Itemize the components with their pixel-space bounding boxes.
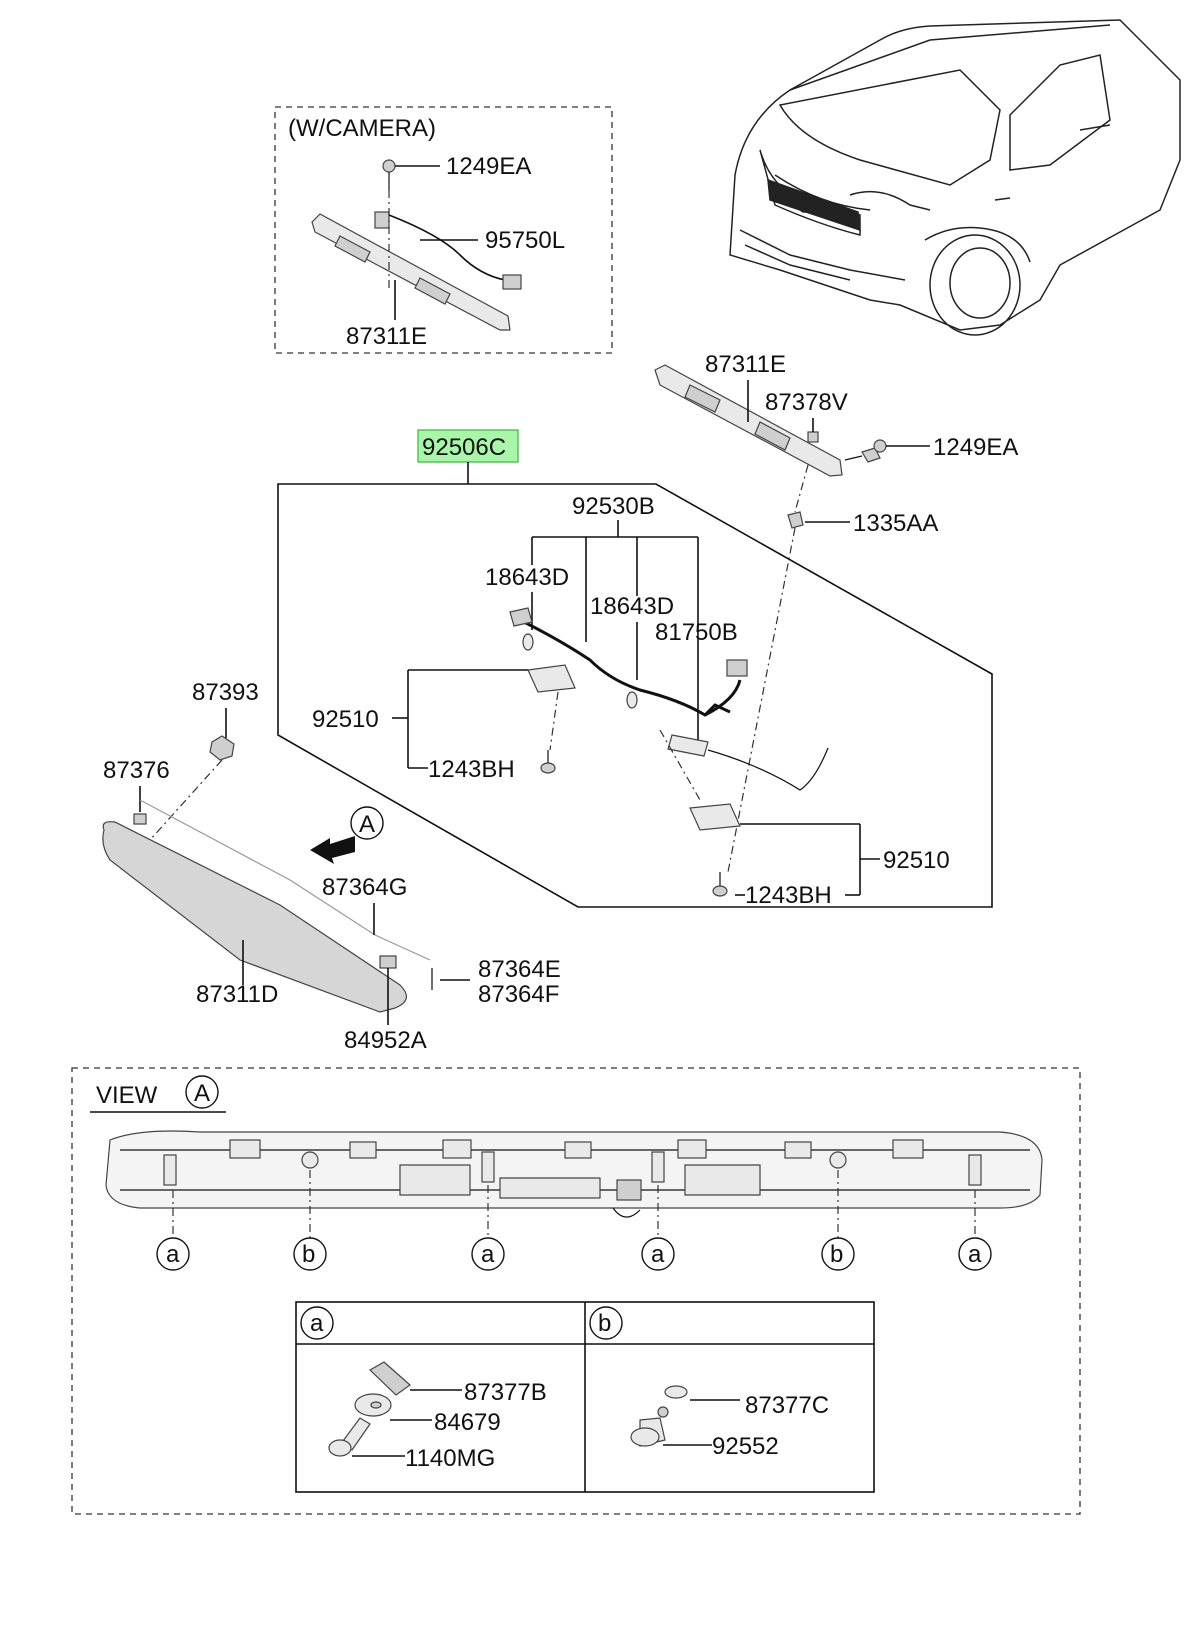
legend-part-1140MG: 1140MG [405, 1445, 495, 1472]
view-title: VIEW [96, 1082, 158, 1109]
vehicle-illustration [729, 19, 1181, 336]
label-1249EA-camera: 1249EA [446, 153, 531, 180]
label-92506C: 92506C [422, 434, 506, 461]
camera-box-title: (W/CAMERA) [288, 115, 436, 142]
view-marker-1: a [166, 1241, 180, 1268]
label-92510-left: 92510 [312, 706, 379, 733]
label-87311D: 87311D [196, 981, 278, 1008]
label-87311E-camera: 87311E [346, 323, 427, 350]
view-marker-4: a [651, 1241, 665, 1268]
tailgate-garnish: 87393 87376 A 87364G 87311D 84952A 87364… [102, 679, 561, 1054]
legend-part-87377B: 87377B [464, 1379, 547, 1406]
view-ref: A [194, 1080, 210, 1107]
view-marker-5: b [830, 1241, 843, 1268]
label-1249EA: 1249EA [933, 434, 1018, 461]
label-92510-right: 92510 [883, 847, 950, 874]
view-marker-6: a [968, 1241, 982, 1268]
view-marker-3: a [481, 1241, 495, 1268]
label-87364G: 87364G [322, 874, 407, 901]
label-84952A: 84952A [344, 1027, 427, 1054]
label-1335AA: 1335AA [853, 510, 938, 537]
label-1243BH-right: 1243BH [745, 882, 832, 909]
legend-key-b: b [598, 1310, 611, 1337]
view-a-box: VIEW A [71, 1067, 1081, 1515]
arrow-ref-A: A [359, 811, 375, 838]
label-87364E: 87364E [478, 956, 561, 983]
label-18643D-right: 18643D [590, 593, 674, 620]
legend-key-a: a [310, 1310, 324, 1337]
legend-part-92552: 92552 [712, 1433, 779, 1460]
garnish-assembly: 87311E 87378V 1249EA 1335AA [654, 351, 1018, 873]
label-92530B: 92530B [572, 493, 655, 520]
camera-variant-box: (W/CAMERA) 1249EA 95750L 87311E [274, 106, 613, 354]
legend-part-87377C: 87377C [745, 1392, 829, 1419]
highlight-92506C[interactable]: 92506C [417, 429, 519, 463]
view-marker-2: b [302, 1241, 315, 1268]
label-87393: 87393 [192, 679, 259, 706]
label-18643D-left: 18643D [485, 564, 569, 591]
label-95750L: 95750L [485, 227, 565, 254]
label-87311E: 87311E [705, 351, 786, 378]
label-1243BH-left: 1243BH [428, 756, 515, 783]
license-lamp-kit: 92530B 18643D 18643D 81750B 92510 1243BH [277, 483, 993, 909]
label-87364F: 87364F [478, 981, 559, 1008]
label-87376: 87376 [103, 757, 170, 784]
fastener-legend-table: a b 87377B 84679 1140MG 87377C 92552 [295, 1301, 875, 1493]
view-markers: a b a a b a [156, 1170, 992, 1271]
label-81750B: 81750B [655, 619, 738, 646]
label-87378V: 87378V [765, 389, 848, 416]
legend-part-84679: 84679 [434, 1409, 501, 1436]
